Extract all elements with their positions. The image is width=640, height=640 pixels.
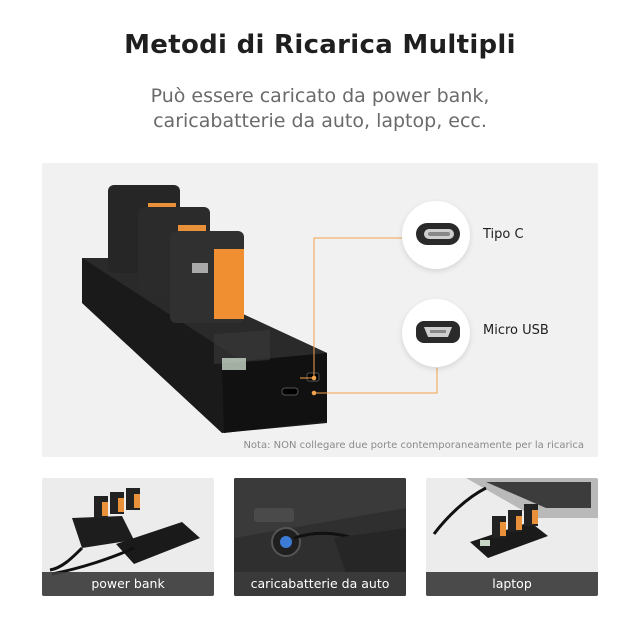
laptop-illustration [432,478,598,558]
power-bank-illustration [49,488,200,576]
port-label-type-c: Tipo C [483,227,524,242]
thumbnail-laptop: laptop [426,478,598,596]
thumbnail-label-power-bank: power bank [42,572,214,596]
thumbnail-car-charger: caricabatterie da auto [234,478,406,596]
thumbnail-label-car-charger: caricabatterie da auto [234,572,406,596]
usb-c-connector-icon [402,201,470,269]
page-subtitle: Può essere caricato da power bank, caric… [0,84,640,134]
charger-illustration [82,185,438,433]
thumbnail-power-bank: power bank [42,478,214,596]
port-label-micro-usb: Micro USB [483,323,549,338]
warning-note: Nota: NON collegare due porte contempora… [243,440,584,451]
page-title: Metodi di Ricarica Multipli [124,30,516,60]
battery-3 [170,231,244,323]
hero-panel: Tipo C Micro USB Nota: NON collegare due… [42,163,598,457]
micro-usb-connector-icon [402,299,470,367]
connection-lines [300,237,438,396]
thumbnail-label-laptop: laptop [426,572,598,596]
subtitle-line-2: caricabatterie da auto, laptop, ecc. [153,110,487,132]
subtitle-line-1: Può essere caricato da power bank, [150,85,490,107]
